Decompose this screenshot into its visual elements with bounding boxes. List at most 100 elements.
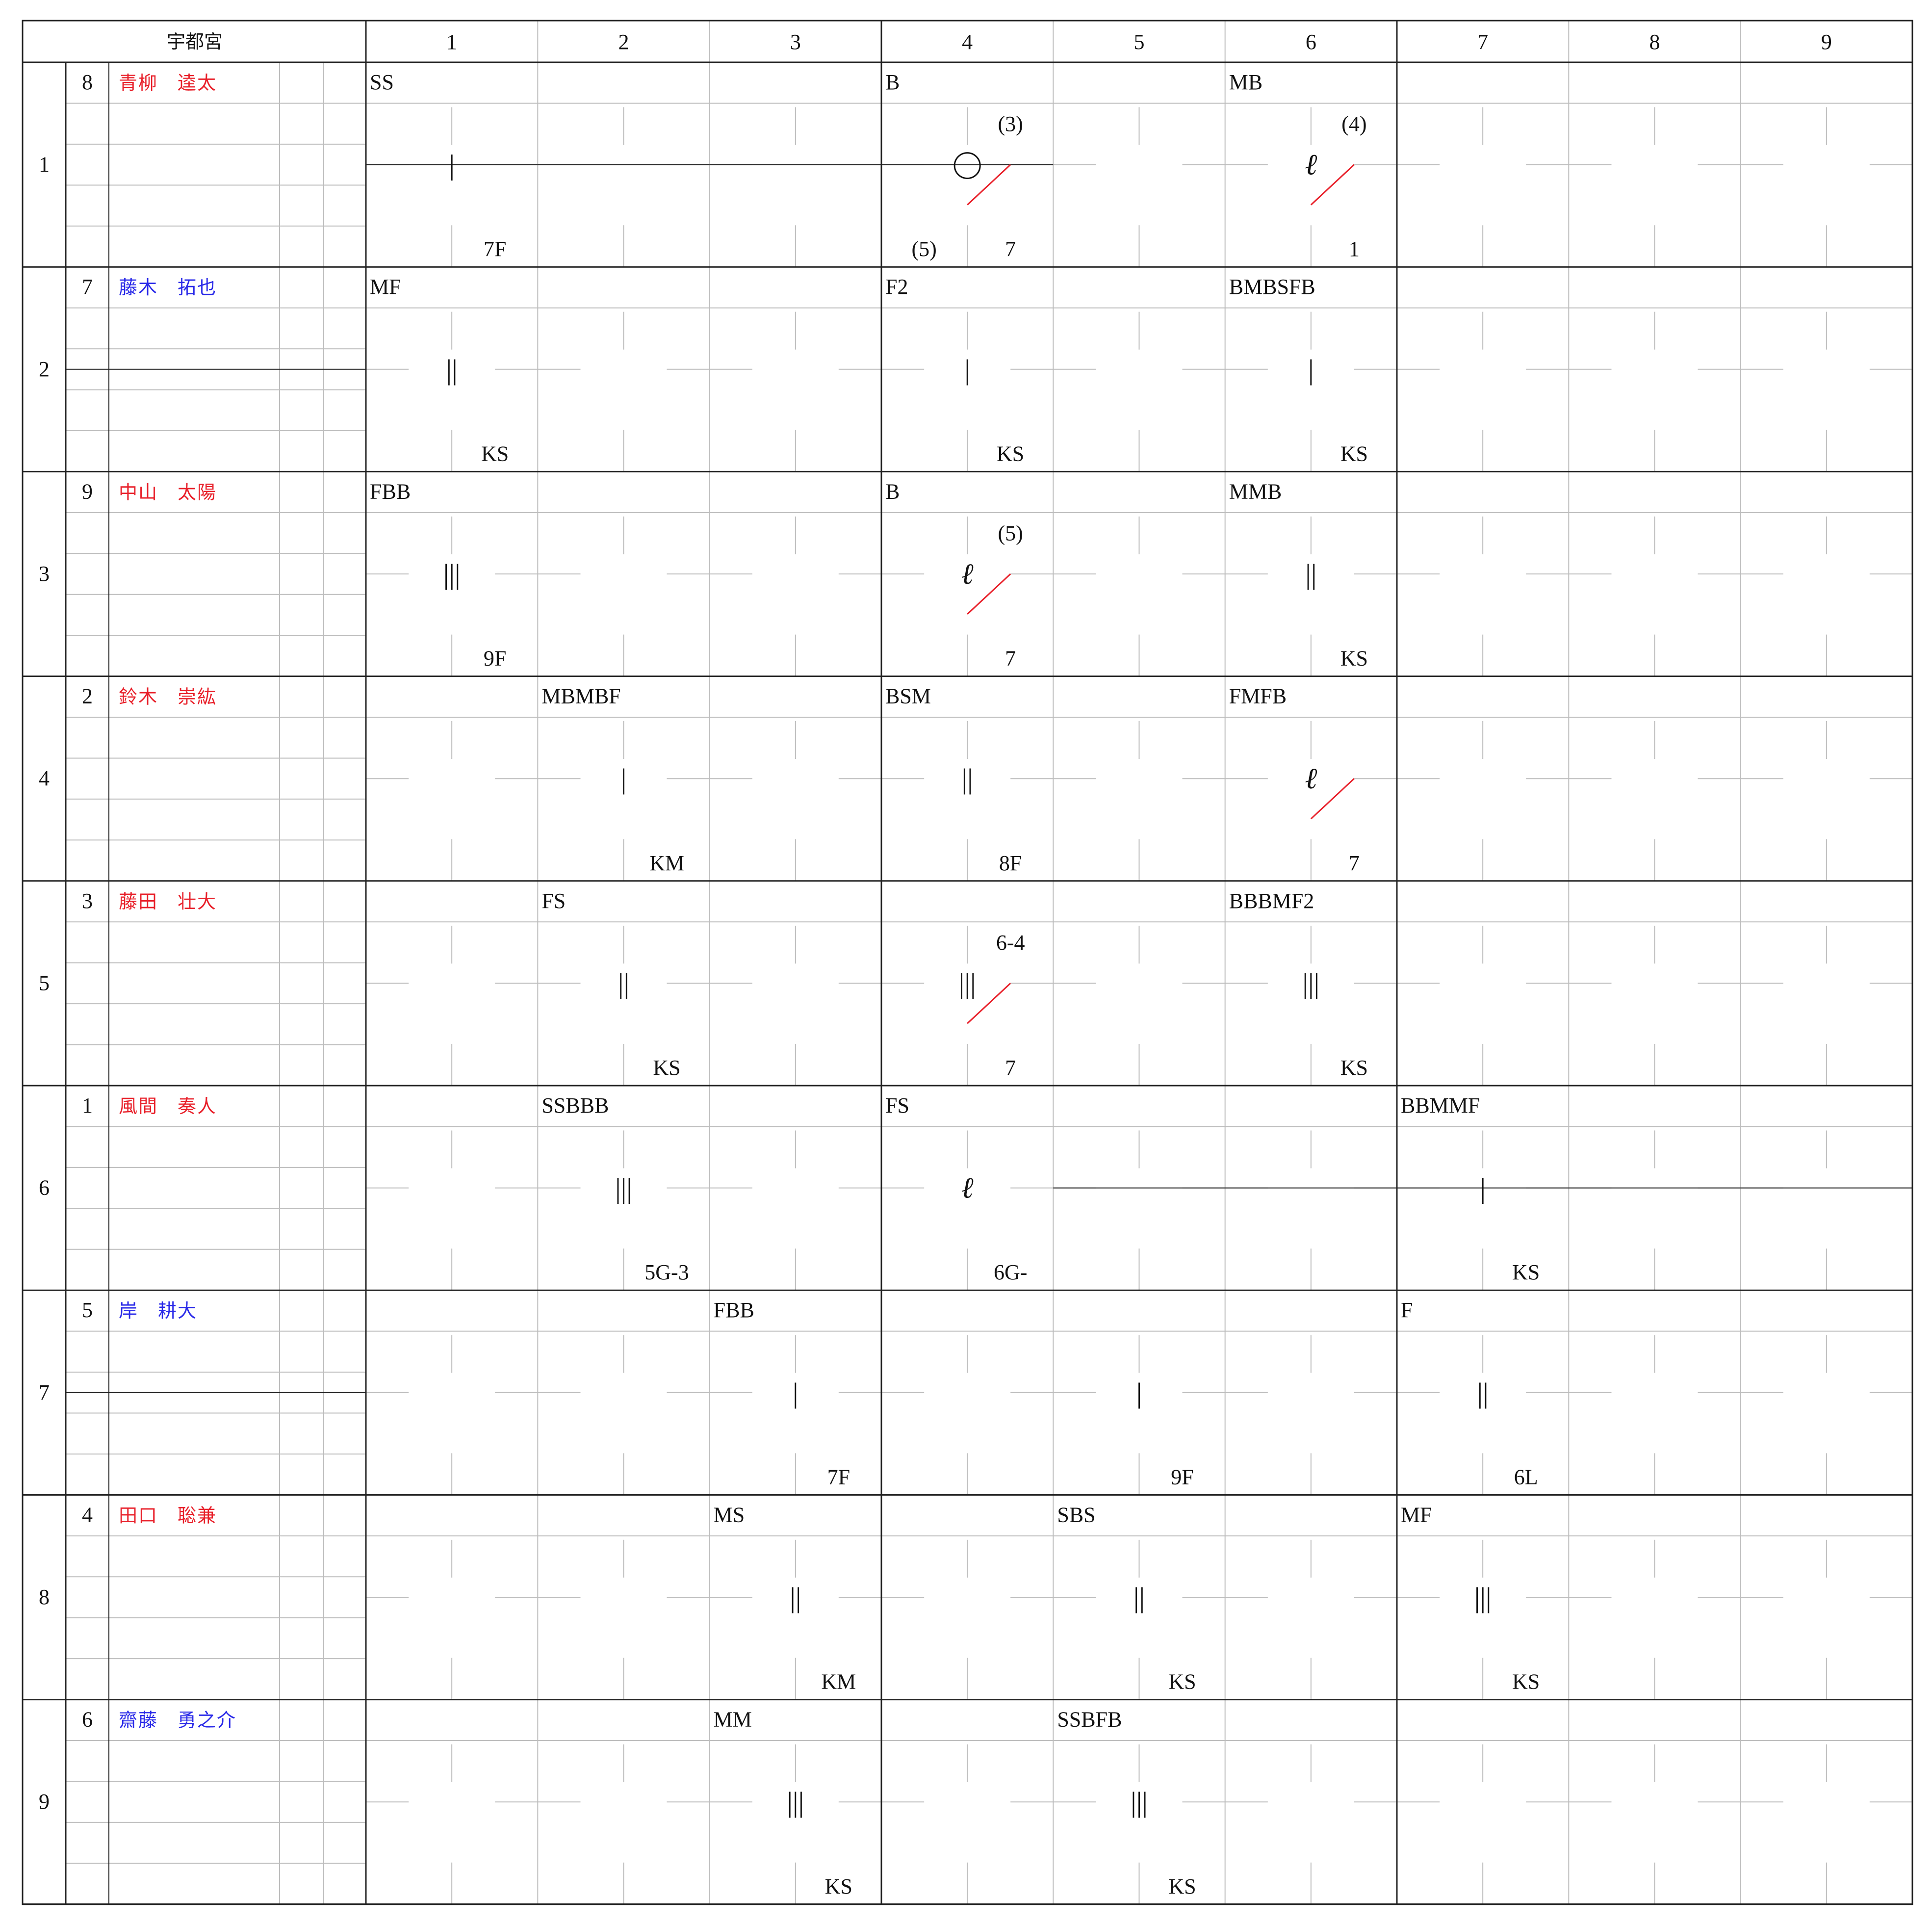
player-name: 齋藤 勇之介 [119, 1710, 236, 1731]
play-result: 1 [1349, 237, 1360, 261]
out-count-bars: ||| [615, 1172, 632, 1204]
ell-mark: ℓ [1305, 761, 1317, 796]
run-line [967, 983, 1011, 1024]
play-result: KS [1340, 1056, 1368, 1080]
player-name: 岸 耕大 [119, 1300, 197, 1322]
play-result: KS [1168, 1670, 1196, 1694]
player-name: 青柳 逵太 [119, 72, 217, 94]
pitch-sequence: SSBFB [1057, 1708, 1122, 1732]
play-result: 7F [484, 237, 506, 261]
play-result: 9F [484, 647, 506, 671]
play-result: 5G-3 [644, 1260, 689, 1284]
pitch-sequence: SS [370, 70, 394, 94]
batting-order-number: 8 [82, 70, 93, 94]
play-result: 6L [1514, 1465, 1538, 1489]
play-result: 8F [999, 851, 1022, 875]
out-count-bars: ||| [1302, 967, 1319, 999]
play-result: 7 [1349, 851, 1360, 875]
pitch-sequence: MM [714, 1708, 752, 1732]
batting-order-number: 7 [82, 275, 93, 299]
batting-row-number: 3 [39, 562, 50, 586]
run-line [1310, 778, 1355, 820]
pitch-sequence: BBBMF2 [1229, 889, 1314, 913]
inning-number: 4 [962, 30, 973, 54]
out-count-bars: ||| [787, 1786, 804, 1818]
runner-note: 6-4 [996, 931, 1025, 955]
out-count-bars: | [1308, 354, 1314, 386]
play-cell: FBB|7F [714, 1298, 850, 1489]
play-result: KS [1512, 1260, 1540, 1284]
batting-row-number: 5 [39, 971, 50, 995]
player-name: 田口 聡兼 [119, 1505, 217, 1526]
outer-border [22, 20, 1913, 1905]
out-count-bars: | [621, 763, 627, 795]
play-result: KS [1168, 1874, 1196, 1898]
batting-order-number: 2 [82, 684, 93, 708]
pitch-sequence: BSM [885, 684, 931, 708]
pitch-sequence: B [885, 70, 900, 94]
out-count-bars: || [1305, 558, 1316, 590]
pitch-sequence: F [1401, 1298, 1413, 1322]
play-result: 7 [1005, 237, 1016, 261]
inning-number: 1 [446, 30, 457, 54]
scorebook-grid [22, 20, 1913, 1905]
play-cell: MMB||KS [1229, 479, 1368, 670]
play-cell: FS ℓ 6G- [885, 1093, 1027, 1284]
out-count-bars: || [618, 967, 629, 999]
ell-mark: ℓ [961, 1171, 974, 1205]
play-result: KS [481, 442, 509, 466]
pitch-sequence: FS [885, 1093, 909, 1117]
play-result: KS [653, 1056, 680, 1080]
batting-order-number: 3 [82, 889, 93, 913]
play-result: 7 [1005, 1056, 1016, 1080]
play-result: KS [997, 442, 1024, 466]
batting-order-number: 5 [82, 1298, 93, 1322]
play-result: 6G- [994, 1260, 1027, 1284]
runner-note: (4) [1341, 112, 1366, 136]
play-result: KS [1340, 647, 1368, 671]
play-cell: BMBSFB | KS [1229, 275, 1368, 466]
pitch-sequence: SSBBB [541, 1093, 609, 1117]
player-name: 藤田 壮大 [119, 891, 217, 912]
ell-mark: ℓ [1305, 148, 1317, 182]
out-count-bars: | [964, 354, 970, 386]
out-count-bars: || [1477, 1377, 1489, 1409]
play-cell: FMFB ℓ 7 [1229, 684, 1360, 875]
batting-row-number: 9 [39, 1790, 50, 1814]
inning-number: 5 [1134, 30, 1145, 54]
play-cell: Bℓ(5)7 [885, 479, 1023, 670]
play-cell: FBB|||9F [370, 479, 506, 670]
ell-mark: ℓ [961, 557, 974, 591]
pitch-sequence: FBB [370, 479, 411, 503]
run-line [967, 573, 1011, 615]
play-cell: SBS || KS [1057, 1503, 1196, 1693]
play-result: KS [1340, 442, 1368, 466]
inning-number: 7 [1477, 30, 1488, 54]
pitch-sequence: SBS [1057, 1503, 1095, 1527]
pitch-sequence: FS [541, 889, 566, 913]
pitch-sequence: BMBSFB [1229, 275, 1315, 299]
player-name: 藤木 拓也 [119, 277, 217, 298]
play-result: 7 [1005, 647, 1016, 671]
play-cell: MBMBF|KM [541, 684, 684, 875]
player-name: 中山 太陽 [119, 481, 217, 503]
play-cells: SS|7FB(3)(5)7MBℓ(4)1MF||KSF2|KSBMBSFB|KS… [370, 70, 1540, 1898]
batting-order-number: 1 [82, 1093, 93, 1117]
out-count-bars: | [793, 1377, 799, 1409]
out-count-bars: || [1133, 1582, 1145, 1613]
play-result: 7F [827, 1465, 850, 1489]
play-cell: MM|||KS [714, 1708, 852, 1898]
play-cell: B(3)(5)7 [885, 70, 1023, 261]
pitch-sequence: MBMBF [541, 684, 620, 708]
pitch-sequence: FMFB [1229, 684, 1287, 708]
out-count-bars: ||| [959, 967, 976, 999]
batting-row-number: 4 [39, 766, 50, 790]
play-cell: F2|KS [885, 275, 1024, 466]
inning-number: 9 [1821, 30, 1832, 54]
batting-row-number: 8 [39, 1585, 50, 1609]
run-line [1310, 164, 1355, 206]
out-count-bars: ||| [1131, 1786, 1148, 1818]
play-cell: SSBFB ||| KS [1057, 1708, 1196, 1898]
play-cell: |9F [1136, 1377, 1194, 1489]
